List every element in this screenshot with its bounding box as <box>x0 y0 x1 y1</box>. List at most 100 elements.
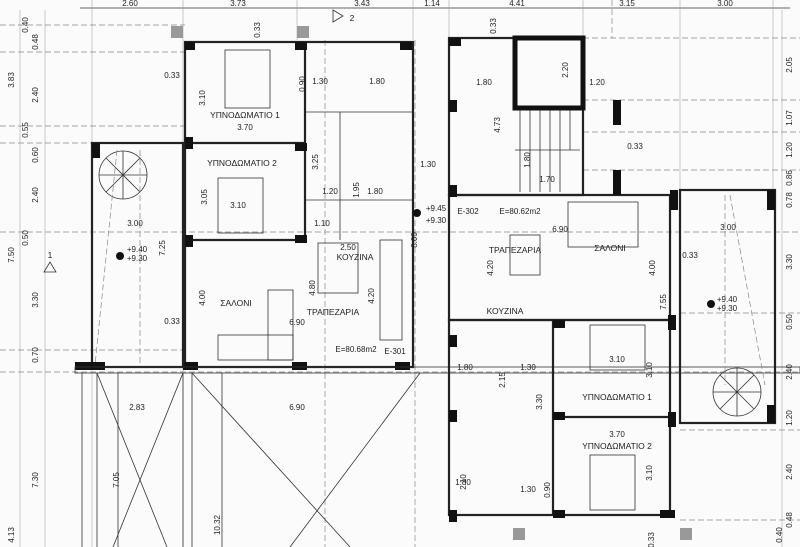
vertical-dimension-label: 7.25 <box>158 240 167 256</box>
vertical-dimension-label: 7.05 <box>112 472 121 488</box>
vertical-dimension-label: 0.48 <box>31 34 40 50</box>
dimension-label: 1.80 <box>369 77 385 86</box>
dimension-label: 3.15 <box>619 0 635 8</box>
vertical-dimension-label: 1.20 <box>785 410 794 426</box>
section-marker-icon <box>43 261 57 273</box>
vertical-dimension-label: 0.40 <box>21 17 30 33</box>
vertical-dimension-label: 7.30 <box>31 472 40 488</box>
vertical-dimension-label: 2.40 <box>31 87 40 103</box>
area-label: E=80.68m2 <box>335 345 377 354</box>
carport <box>74 366 800 547</box>
dimension-label: 0.33 <box>164 71 180 80</box>
dimension-label: 1.10 <box>314 219 330 228</box>
vertical-dimension-label: 2.10 <box>459 474 468 490</box>
stair <box>515 110 580 192</box>
dimension-label: 3.00 <box>717 0 733 8</box>
room-label: ΚΟΥΖΙΝΑ <box>337 252 374 262</box>
vertical-dimension-label: 1.07 <box>785 110 794 126</box>
vertical-dimension-label: 2.05 <box>785 57 794 73</box>
dimension-label: 6.90 <box>289 318 305 327</box>
dimension-label: 6.90 <box>289 403 305 412</box>
vertical-dimension-label: 4.20 <box>486 260 495 276</box>
dimension-label: 0.33 <box>627 142 643 151</box>
right-apartment <box>447 35 692 540</box>
vertical-dimension-label: 3.10 <box>645 465 654 481</box>
room-label: ΣΑΛΟΝΙ <box>594 243 626 253</box>
dimension-label: 1.80 <box>455 478 471 487</box>
right-terrace <box>670 188 777 425</box>
vertical-dimension-label: 4.13 <box>7 527 16 543</box>
room-label: ΥΠΝΟΔΩΜΑΤΙΟ 2 <box>582 441 652 451</box>
level-label: +9.30 <box>717 304 738 313</box>
vertical-dimension-label: 0.33 <box>647 532 656 547</box>
dimension-label: 1.20 <box>589 78 605 87</box>
room-label: ΤΡΑΠΕΖΑΡΙΑ <box>489 245 542 255</box>
dimension-label: 1.30 <box>420 160 436 169</box>
dimension-label: 1.80 <box>457 363 473 372</box>
dimension-label: 3.70 <box>609 430 625 439</box>
dimension-label: 1.30 <box>520 363 536 372</box>
vertical-dimension-label: 0.78 <box>785 192 794 208</box>
vertical-dimension-label: 0.60 <box>31 147 40 163</box>
vertical-dimension-label: 0.33 <box>253 22 262 38</box>
vertical-dimension-label: 1.95 <box>352 182 361 198</box>
vertical-dimension-label: 4.80 <box>308 280 317 296</box>
vertical-dimension-label: 7.55 <box>659 294 668 310</box>
vertical-dimension-label: 2.15 <box>498 372 507 388</box>
dimension-label: 4.41 <box>509 0 525 8</box>
vertical-dimension-label: 10.32 <box>213 514 222 535</box>
dimension-label: 3.10 <box>230 201 246 210</box>
level-marker-icon <box>707 300 715 308</box>
dimension-label: 3.00 <box>720 223 736 232</box>
level-label: +9.40 <box>717 295 738 304</box>
vertical-dimension-label: 1.20 <box>785 142 794 158</box>
level-label: +9.30 <box>127 254 148 263</box>
vertical-dimension-label: 2.40 <box>785 464 794 480</box>
vertical-dimension-label: 3.30 <box>31 292 40 308</box>
vertical-dimension-label: 0.50 <box>21 230 30 246</box>
area-label: E=80.62m2 <box>499 207 541 216</box>
dimension-label: 1.14 <box>424 0 440 8</box>
level-label: +9.45 <box>426 204 447 213</box>
vertical-dimension-label: 0.50 <box>785 314 794 330</box>
vertical-dimension-label: 1.80 <box>523 152 532 168</box>
vertical-dimension-label: 3.10 <box>645 362 654 378</box>
vertical-dimension-label: 3.25 <box>311 154 320 170</box>
dimension-label: 6.90 <box>552 225 568 234</box>
vertical-dimension-label: 3.83 <box>7 72 16 88</box>
level-marker-icon <box>116 252 124 260</box>
room-label: ΥΠΝΟΔΩΜΑΤΙΟ 1 <box>210 110 280 120</box>
vertical-dimension-label: 0.48 <box>785 512 794 528</box>
vertical-dimension-label: 0.33 <box>489 18 498 34</box>
room-label: ΥΠΝΟΔΩΜΑΤΙΟ 2 <box>207 158 277 168</box>
vertical-dimension-label: 4.00 <box>648 260 657 276</box>
dimension-label: 1.20 <box>322 187 338 196</box>
dimension-label: 3.10 <box>609 355 625 364</box>
section-marker-icon <box>332 9 344 23</box>
room-label: ΤΡΑΠΕΖΑΡΙΑ <box>307 307 360 317</box>
vertical-dimension-label: 8.00 <box>410 232 419 248</box>
vertical-dimension-label: 3.30 <box>785 254 794 270</box>
vertical-dimension-label: 4.00 <box>198 290 207 306</box>
section-label: 1 <box>48 250 53 260</box>
level-label: +9.40 <box>127 245 148 254</box>
area-label: E-302 <box>457 207 479 216</box>
dimension-label: 0.33 <box>682 251 698 260</box>
vertical-dimension-label: 0.55 <box>21 122 30 138</box>
vertical-dimension-label: 3.10 <box>198 90 207 106</box>
dimension-label: 0.33 <box>164 317 180 326</box>
vertical-dimension-label: 4.20 <box>367 288 376 304</box>
room-label: ΥΠΝΟΔΩΜΑΤΙΟ 1 <box>582 392 652 402</box>
vertical-dimension-label: 2.20 <box>561 62 570 78</box>
dimension-label: 1.30 <box>312 77 328 86</box>
vertical-dimension-label: 7.50 <box>7 247 16 263</box>
dimension-label: 3.43 <box>354 0 370 8</box>
vertical-dimension-label: 3.30 <box>535 394 544 410</box>
dimension-label: 3.70 <box>237 123 253 132</box>
dimension-label: 3.00 <box>127 219 143 228</box>
dimension-label: 1.70 <box>539 175 555 184</box>
dimension-label: 3.73 <box>230 0 246 8</box>
vertical-dimension-label: 0.70 <box>31 347 40 363</box>
vertical-dimension-label: 2.40 <box>31 187 40 203</box>
